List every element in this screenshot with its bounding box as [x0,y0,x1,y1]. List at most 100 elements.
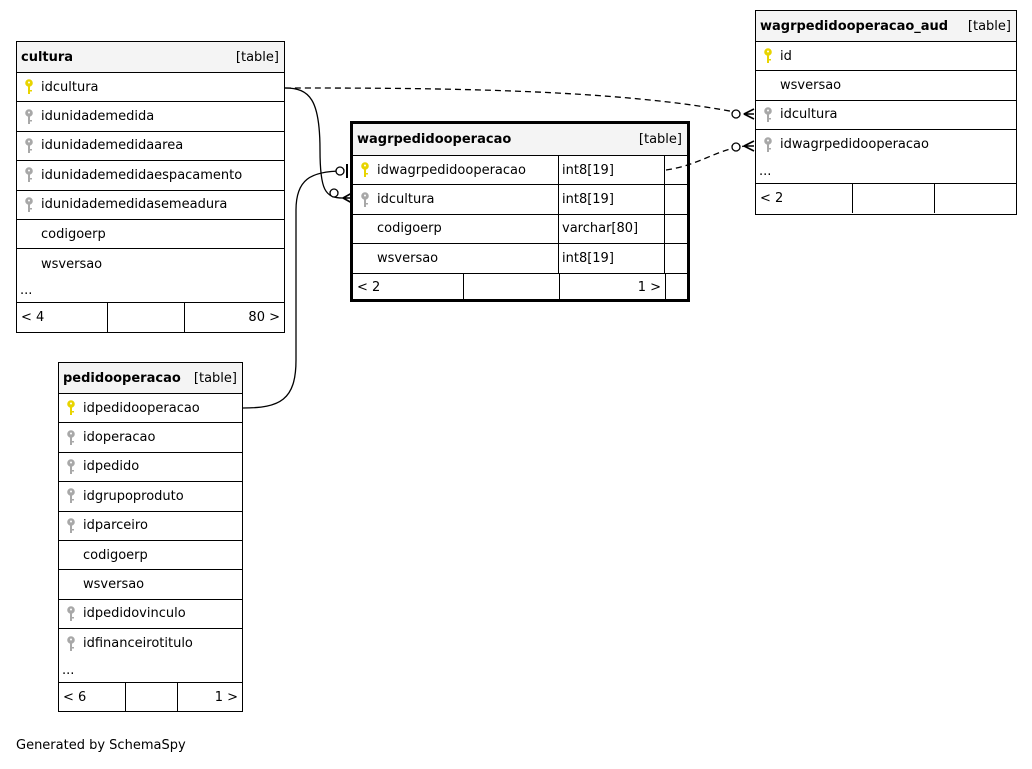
column-list: id wsversao idcultura idwagrpedidooperacao [756,42,1016,160]
column-name: id [780,48,792,64]
column-name: idparceiro [83,518,148,534]
column-type: int8[19] [559,244,665,273]
table-name: pedidooperacao [63,370,181,386]
column-row[interactable]: codigoerp [17,220,284,250]
generated-by-credit: Generated by SchemaSpy [16,738,186,753]
children-count: 1 > [177,682,242,712]
foreign-key-icon [59,459,83,475]
column-name: idwagrpedidooperacao [377,162,526,178]
foreign-key-icon [756,107,780,123]
fk-optional-marker [731,109,741,119]
column-row[interactable]: id [756,42,1016,72]
column-row[interactable]: idpedidooperacao [59,394,242,424]
column-row[interactable]: wsversao [756,71,1016,101]
table-footer: < 4 80 > [17,302,284,332]
column-row[interactable]: codigoerp varchar[80] [353,214,687,245]
fk-line-idcultura [284,87,344,199]
primary-key-icon [353,162,377,178]
column-row[interactable]: wsversao [59,570,242,600]
table-type-tag: [table] [193,370,237,386]
fk-line-aud-idcultura [284,87,746,115]
parents-count: < 6 [63,689,87,705]
more-columns: ... [59,659,242,683]
column-type: varchar[80] [559,214,665,244]
column-name: idfinanceirotitulo [83,636,193,652]
column-row[interactable]: idpedido [59,453,242,483]
foreign-key-icon [59,606,83,622]
table-name: wagrpedidooperacao_aud [760,18,949,34]
foreign-key-icon [59,636,83,652]
more-columns: ... [756,160,1016,184]
table-header: cultura [table] [17,42,284,73]
fk-optional-marker [335,166,345,176]
column-row[interactable]: codigoerp [59,541,242,571]
parents-count: < 2 [760,190,784,206]
column-name: idcultura [41,79,99,95]
table-header: pedidooperacao [table] [59,363,242,394]
foreign-key-icon [59,488,83,504]
column-name: idoperacao [83,430,156,446]
column-row[interactable]: idoperacao [59,423,242,453]
column-name: wsversao [83,577,145,593]
table-type-tag: [table] [235,49,279,65]
column-row[interactable]: idfinanceirotitulo [59,629,242,658]
column-type: int8[19] [559,185,665,214]
column-name: idpedidooperacao [83,400,200,416]
table-footer: < 6 1 > [59,682,242,712]
column-row[interactable]: idcultura [756,101,1016,131]
table-wagrpedidooperacao[interactable]: wagrpedidooperacao [table] idwagrpedidoo… [350,121,690,302]
table-cultura[interactable]: cultura [table] idcultura idunidademedida… [16,41,285,333]
primary-key-icon [59,400,83,416]
foreign-key-icon [17,167,41,183]
column-row[interactable]: idunidademedidasemeadura [17,191,284,220]
rows-count [107,302,184,332]
column-row[interactable]: wsversao int8[19] [353,244,687,274]
table-header: wagrpedidooperacao [table] [353,124,687,156]
primary-key-icon [756,48,780,64]
foreign-key-icon [353,191,377,208]
column-name: idpedido [83,459,140,475]
primary-key-icon [17,79,41,95]
children-count: 1 > [559,273,665,302]
column-row[interactable]: idpedidovinculo [59,600,242,630]
foreign-key-icon [59,517,83,534]
children-count [934,183,1016,213]
column-name: idgrupoproduto [83,488,184,504]
column-name: idunidademedidasemeadura [41,197,228,213]
fk-crowfoot-marker [743,108,755,120]
column-name: codigoerp [377,221,442,237]
table-name: wagrpedidooperacao [357,132,512,147]
more-columns: ... [17,279,284,303]
column-name: idunidademedida [41,109,155,125]
rows-count [125,682,177,712]
column-name: idunidademedidaarea [41,138,184,154]
column-row[interactable]: idgrupoproduto [59,482,242,512]
column-name: codigoerp [83,547,148,563]
column-row[interactable]: idwagrpedidooperacao [756,130,1016,159]
foreign-key-icon [17,196,41,213]
column-row[interactable]: idunidademedidaarea [17,132,284,162]
foreign-key-icon [17,138,41,154]
column-row[interactable]: wsversao [17,249,284,278]
column-list: idpedidooperacao idoperacao idpedido idgrup… [59,394,242,659]
column-row[interactable]: idunidademedidaespacamento [17,161,284,191]
children-count: 80 > [184,302,284,332]
table-footer: < 2 [756,183,1016,213]
column-row[interactable]: idunidademedida [17,102,284,132]
parents-count: < 2 [357,280,381,296]
fk-optional-marker [731,142,741,152]
column-row[interactable]: idparceiro [59,512,242,541]
column-name: wsversao [41,256,103,272]
fk-crowfoot-marker [743,140,755,152]
column-row[interactable]: idcultura [17,73,284,103]
foreign-key-icon [756,137,780,153]
foreign-key-icon [59,429,83,446]
column-name: idcultura [780,107,838,123]
column-name: wsversao [377,250,439,266]
table-type-tag: [table] [638,132,682,147]
